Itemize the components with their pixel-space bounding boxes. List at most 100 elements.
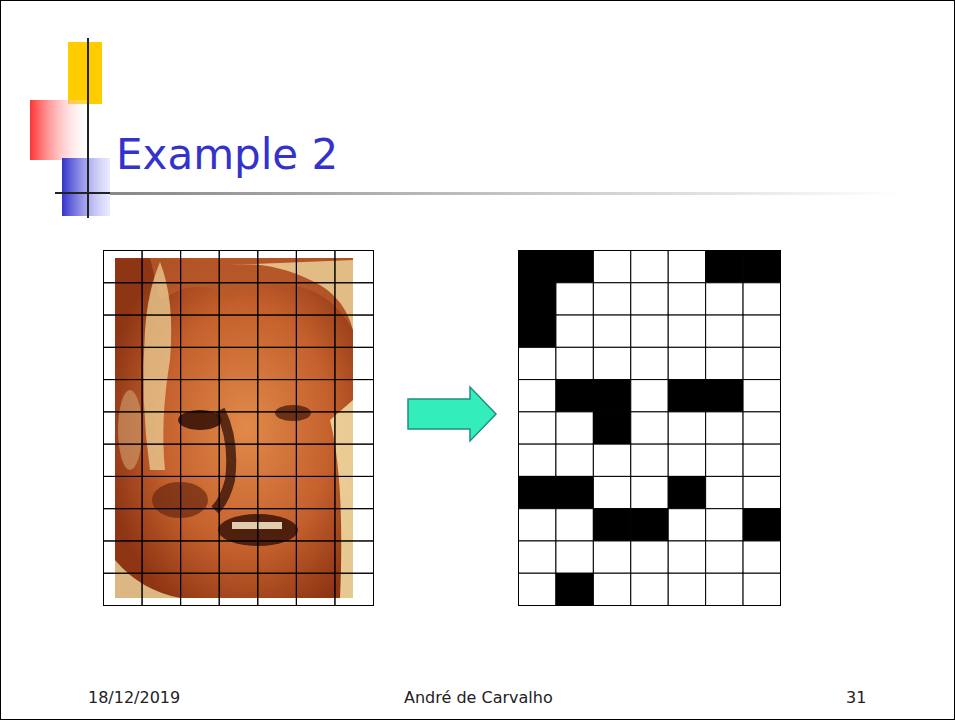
grid-cell <box>556 347 593 379</box>
grid-cell <box>593 283 630 315</box>
grid-cell <box>519 283 556 315</box>
grid-cell <box>104 541 143 573</box>
footer-date: 18/12/2019 <box>88 688 180 707</box>
grid-cell <box>181 251 220 283</box>
footer-author: André de Carvalho <box>404 688 553 707</box>
grid-cell <box>181 573 220 605</box>
grid-cell <box>219 573 258 605</box>
grid-cell <box>556 476 593 508</box>
grid-cell <box>335 444 374 476</box>
grid-cell <box>142 509 181 541</box>
grid-cell <box>668 380 705 412</box>
grid-cell <box>142 573 181 605</box>
grid-cell <box>706 412 743 444</box>
grid-cell <box>519 541 556 573</box>
grid-cell <box>519 509 556 541</box>
grid-cell <box>631 573 668 605</box>
grid-cell <box>104 573 143 605</box>
grid-cell <box>556 380 593 412</box>
grid-cell <box>181 509 220 541</box>
grid-cell <box>743 541 780 573</box>
grid-cell <box>142 347 181 379</box>
face-photo <box>115 258 353 598</box>
grid-cell <box>181 541 220 573</box>
grid-cell <box>104 476 143 508</box>
deco-square <box>30 100 88 160</box>
grid-cell <box>743 444 780 476</box>
grid-cell <box>181 476 220 508</box>
grid-cell <box>593 347 630 379</box>
grid-cell <box>743 476 780 508</box>
grid-cell <box>296 476 335 508</box>
grid-cell <box>258 251 297 283</box>
grid-cell <box>104 380 143 412</box>
grid-cell <box>335 509 374 541</box>
grid-cell <box>743 412 780 444</box>
grid-cell <box>706 315 743 347</box>
grid-cell <box>335 573 374 605</box>
grid-cell <box>142 412 181 444</box>
grid-cell <box>668 283 705 315</box>
grid-cell <box>258 315 297 347</box>
grid-cell <box>743 283 780 315</box>
grid-cell <box>706 380 743 412</box>
page-number: 31 <box>846 688 866 707</box>
grid-cell <box>296 412 335 444</box>
grid-cell <box>556 541 593 573</box>
grid-cell <box>142 541 181 573</box>
grid-cell <box>743 251 780 283</box>
grid-cell <box>631 541 668 573</box>
grid-cell <box>743 509 780 541</box>
grid-cell <box>593 251 630 283</box>
grid-cell <box>258 541 297 573</box>
grid-cell <box>335 541 374 573</box>
grid-cell <box>142 476 181 508</box>
grid-cell <box>142 315 181 347</box>
grid-cell <box>631 476 668 508</box>
grid-cell <box>706 509 743 541</box>
slide-title: Example 2 <box>116 132 338 178</box>
grid-cell <box>519 347 556 379</box>
grid-cell <box>142 444 181 476</box>
grid-cell <box>219 380 258 412</box>
grid-cell <box>142 283 181 315</box>
grid-cell <box>104 509 143 541</box>
grid-cell <box>296 315 335 347</box>
grid-cell <box>706 541 743 573</box>
grid-cell <box>181 412 220 444</box>
grid-cell <box>668 347 705 379</box>
grid-cell <box>258 380 297 412</box>
grid-cell <box>706 347 743 379</box>
grid-cell <box>104 347 143 379</box>
grid-cell <box>631 509 668 541</box>
grid-cell <box>219 444 258 476</box>
grid-cell <box>668 444 705 476</box>
grid-cell <box>296 347 335 379</box>
grid-cell <box>219 251 258 283</box>
grid-cell <box>519 315 556 347</box>
grid-cell <box>743 347 780 379</box>
grid-cell <box>258 444 297 476</box>
grid-cell <box>258 283 297 315</box>
grid-cell <box>335 412 374 444</box>
grid-cell <box>668 315 705 347</box>
grid-cell <box>631 412 668 444</box>
grid-cell <box>258 573 297 605</box>
grid-cell <box>104 315 143 347</box>
overlay-grid <box>104 251 374 606</box>
grid-cell <box>706 251 743 283</box>
grid-cell <box>296 251 335 283</box>
grid-cell <box>335 347 374 379</box>
deco-line <box>55 192 110 194</box>
grid-cell <box>556 412 593 444</box>
grid-cell <box>219 347 258 379</box>
grid-cell <box>706 283 743 315</box>
grid-cell <box>296 573 335 605</box>
grid-cell <box>743 315 780 347</box>
grid-cell <box>142 380 181 412</box>
binary-grid <box>519 251 781 606</box>
grid-cell <box>181 444 220 476</box>
grid-cell <box>743 380 780 412</box>
grid-cell <box>668 476 705 508</box>
grid-cell <box>519 573 556 605</box>
